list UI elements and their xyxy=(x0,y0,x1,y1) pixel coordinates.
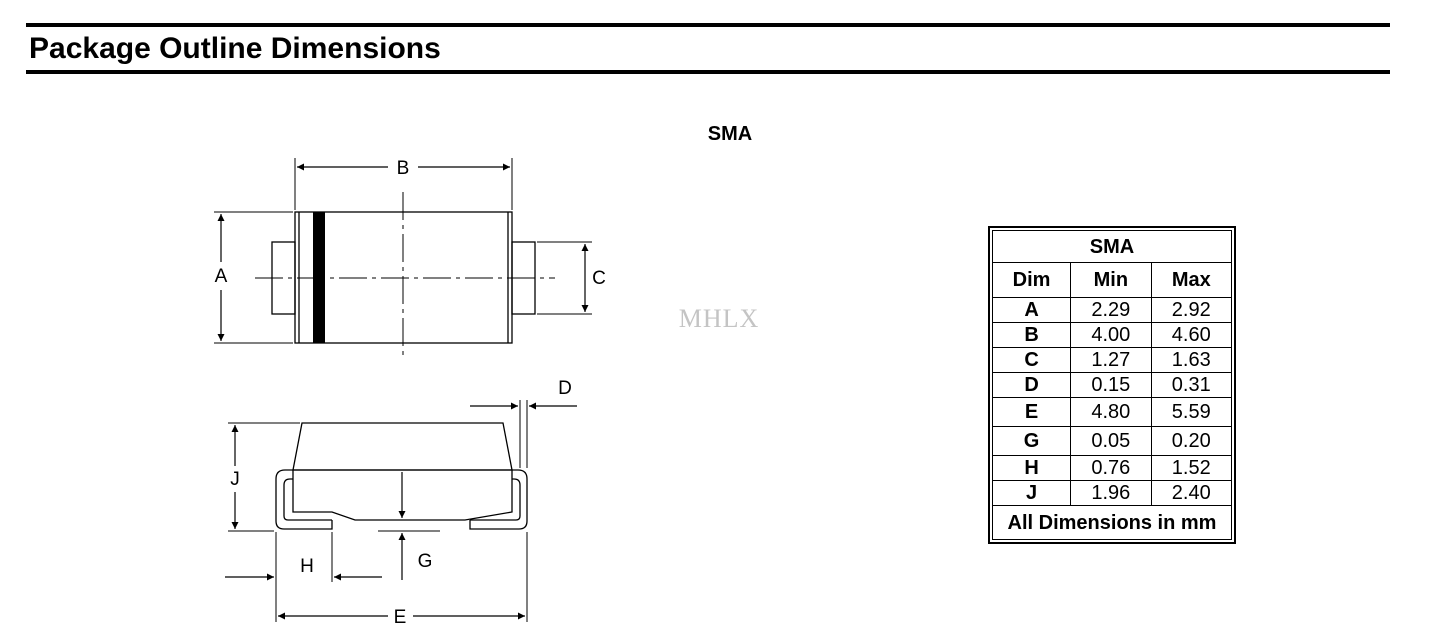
dimension-label-a: A xyxy=(215,266,228,287)
row-min: 0.15 xyxy=(1070,372,1152,398)
row-min: 0.76 xyxy=(1070,455,1152,481)
column-header-max: Max xyxy=(1150,262,1233,298)
table-row: C 1.27 1.63 xyxy=(991,347,1233,373)
dimension-label-d: D xyxy=(558,378,572,399)
row-max: 2.92 xyxy=(1150,297,1233,323)
row-min: 1.96 xyxy=(1070,480,1152,506)
table-row: E 4.80 5.59 xyxy=(991,397,1233,427)
row-min: 0.05 xyxy=(1070,426,1152,456)
row-dim: H xyxy=(991,455,1072,481)
dimension-table: SMA Dim Min Max A 2.29 2.92 B 4.00 4.60 … xyxy=(991,230,1233,540)
row-max: 2.40 xyxy=(1150,480,1233,506)
table-row: H 0.76 1.52 xyxy=(991,455,1233,481)
dimension-label-g: G xyxy=(418,551,433,572)
row-dim: A xyxy=(991,297,1072,323)
side-view-lead-right xyxy=(469,469,528,530)
row-max: 0.31 xyxy=(1150,372,1233,398)
table-footer: All Dimensions in mm xyxy=(992,505,1232,540)
table-row: B 4.00 4.60 xyxy=(991,322,1233,348)
dimension-label-c: C xyxy=(592,268,606,289)
column-header-min: Min xyxy=(1070,262,1152,298)
side-view xyxy=(228,400,528,622)
package-name-label: SMA xyxy=(707,123,753,145)
row-max: 0.20 xyxy=(1150,426,1233,456)
row-max: 1.63 xyxy=(1150,347,1233,373)
header-bottom-rule xyxy=(26,70,1390,74)
side-view-body xyxy=(292,422,513,471)
dimension-label-e: E xyxy=(394,607,407,628)
page-title: Package Outline Dimensions xyxy=(29,32,441,65)
row-min: 4.80 xyxy=(1070,397,1152,427)
table-title: SMA xyxy=(992,230,1232,263)
dimension-table-frame: SMA Dim Min Max A 2.29 2.92 B 4.00 4.60 … xyxy=(988,226,1236,544)
row-dim: C xyxy=(991,347,1072,373)
row-min: 1.27 xyxy=(1070,347,1152,373)
row-min: 2.29 xyxy=(1070,297,1152,323)
row-min: 4.00 xyxy=(1070,322,1152,348)
table-row: A 2.29 2.92 xyxy=(991,297,1233,323)
row-dim: D xyxy=(991,372,1072,398)
table-row: J 1.96 2.40 xyxy=(991,480,1233,506)
row-dim: J xyxy=(991,480,1072,506)
dimension-label-b: B xyxy=(397,158,410,179)
row-dim: E xyxy=(991,397,1072,427)
top-view xyxy=(214,158,592,360)
row-dim: G xyxy=(991,426,1072,456)
dimension-label-j: J xyxy=(230,469,240,490)
header-top-rule xyxy=(26,23,1390,27)
row-max: 5.59 xyxy=(1150,397,1233,427)
row-dim: B xyxy=(991,322,1072,348)
side-view-lead-left xyxy=(275,469,333,530)
watermark-text: MHLX xyxy=(678,304,760,333)
table-row: G 0.05 0.20 xyxy=(991,426,1233,456)
row-max: 1.52 xyxy=(1150,455,1233,481)
row-max: 4.60 xyxy=(1150,322,1233,348)
dimension-label-h: H xyxy=(300,556,314,577)
table-row: D 0.15 0.31 xyxy=(991,372,1233,398)
column-header-dim: Dim xyxy=(991,262,1072,298)
